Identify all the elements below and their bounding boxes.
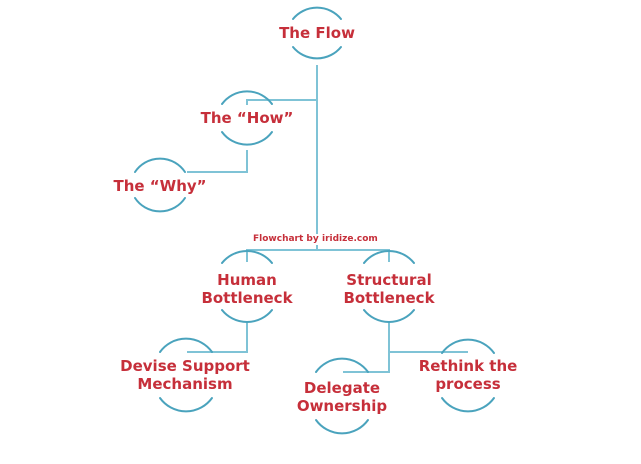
connector-structural-to-delegate: [343, 352, 390, 373]
connector-human-to-devise: [187, 322, 248, 353]
arc-rethink-bottom: [441, 397, 495, 413]
arc-devise-top: [159, 337, 213, 353]
arc-the-flow-top: [292, 6, 342, 20]
arc-structural-top: [363, 250, 415, 264]
arc-devise-bottom: [159, 397, 213, 413]
node-arcs: [134, 6, 495, 435]
connector-how-to-why: [187, 150, 248, 173]
connector-structural-to-children: [388, 322, 468, 353]
arc-human-top: [221, 250, 273, 264]
node-rethink-process: Rethink the process: [418, 357, 518, 393]
arc-the-how-bottom: [221, 131, 273, 146]
credit-right: iridize.com: [322, 234, 378, 245]
arc-delegate-bottom: [315, 419, 369, 435]
credit-left: Flowchart by: [253, 234, 319, 245]
arc-human-bottom: [221, 309, 273, 323]
arc-the-why-top: [134, 157, 186, 173]
node-the-flow: The Flow: [279, 24, 355, 42]
node-devise-support: Devise Support Mechanism: [120, 357, 250, 393]
arc-the-flow-bottom: [292, 46, 342, 60]
node-structural-bottleneck: Structural Bottleneck: [343, 271, 435, 307]
node-the-why: The “Why”: [113, 177, 207, 195]
arc-the-why-bottom: [134, 197, 186, 213]
arc-structural-bottom: [363, 309, 415, 323]
node-human-bottleneck: Human Bottleneck: [201, 271, 293, 307]
connector-flow-to-how: [246, 99, 317, 105]
node-the-how: The “How”: [200, 109, 294, 127]
arc-the-how-top: [221, 90, 273, 105]
arc-rethink-top: [441, 338, 495, 354]
node-delegate-ownership: Delegate Ownership: [296, 379, 388, 415]
arc-delegate-top: [315, 357, 369, 373]
